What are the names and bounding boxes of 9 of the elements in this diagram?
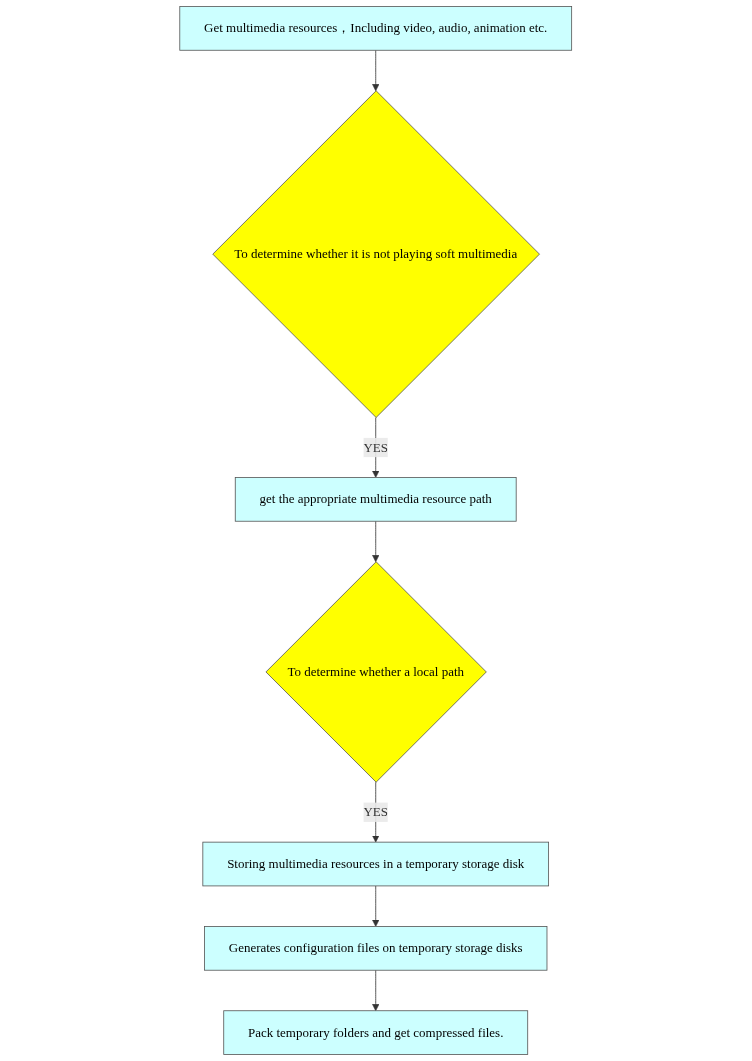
node-box: Storing multimedia resources in a temporary storage disk [202, 841, 550, 887]
node-box: get the appropriate multimedia resource path [235, 477, 517, 522]
node-box: Pack temporary folders and get compressed files. [223, 1010, 529, 1055]
edge-label: YES [363, 440, 389, 454]
node-box: Get multimedia resources，Including video, audio, animation etc. [179, 6, 573, 51]
node-box: Generates configuration files on temporary storage disks [204, 926, 548, 971]
node-diamond: To determine whether it is not playing soft multimedia [212, 90, 541, 418]
edge-label: YES [363, 804, 389, 819]
node-diamond: To determine whether a local path [265, 561, 487, 783]
